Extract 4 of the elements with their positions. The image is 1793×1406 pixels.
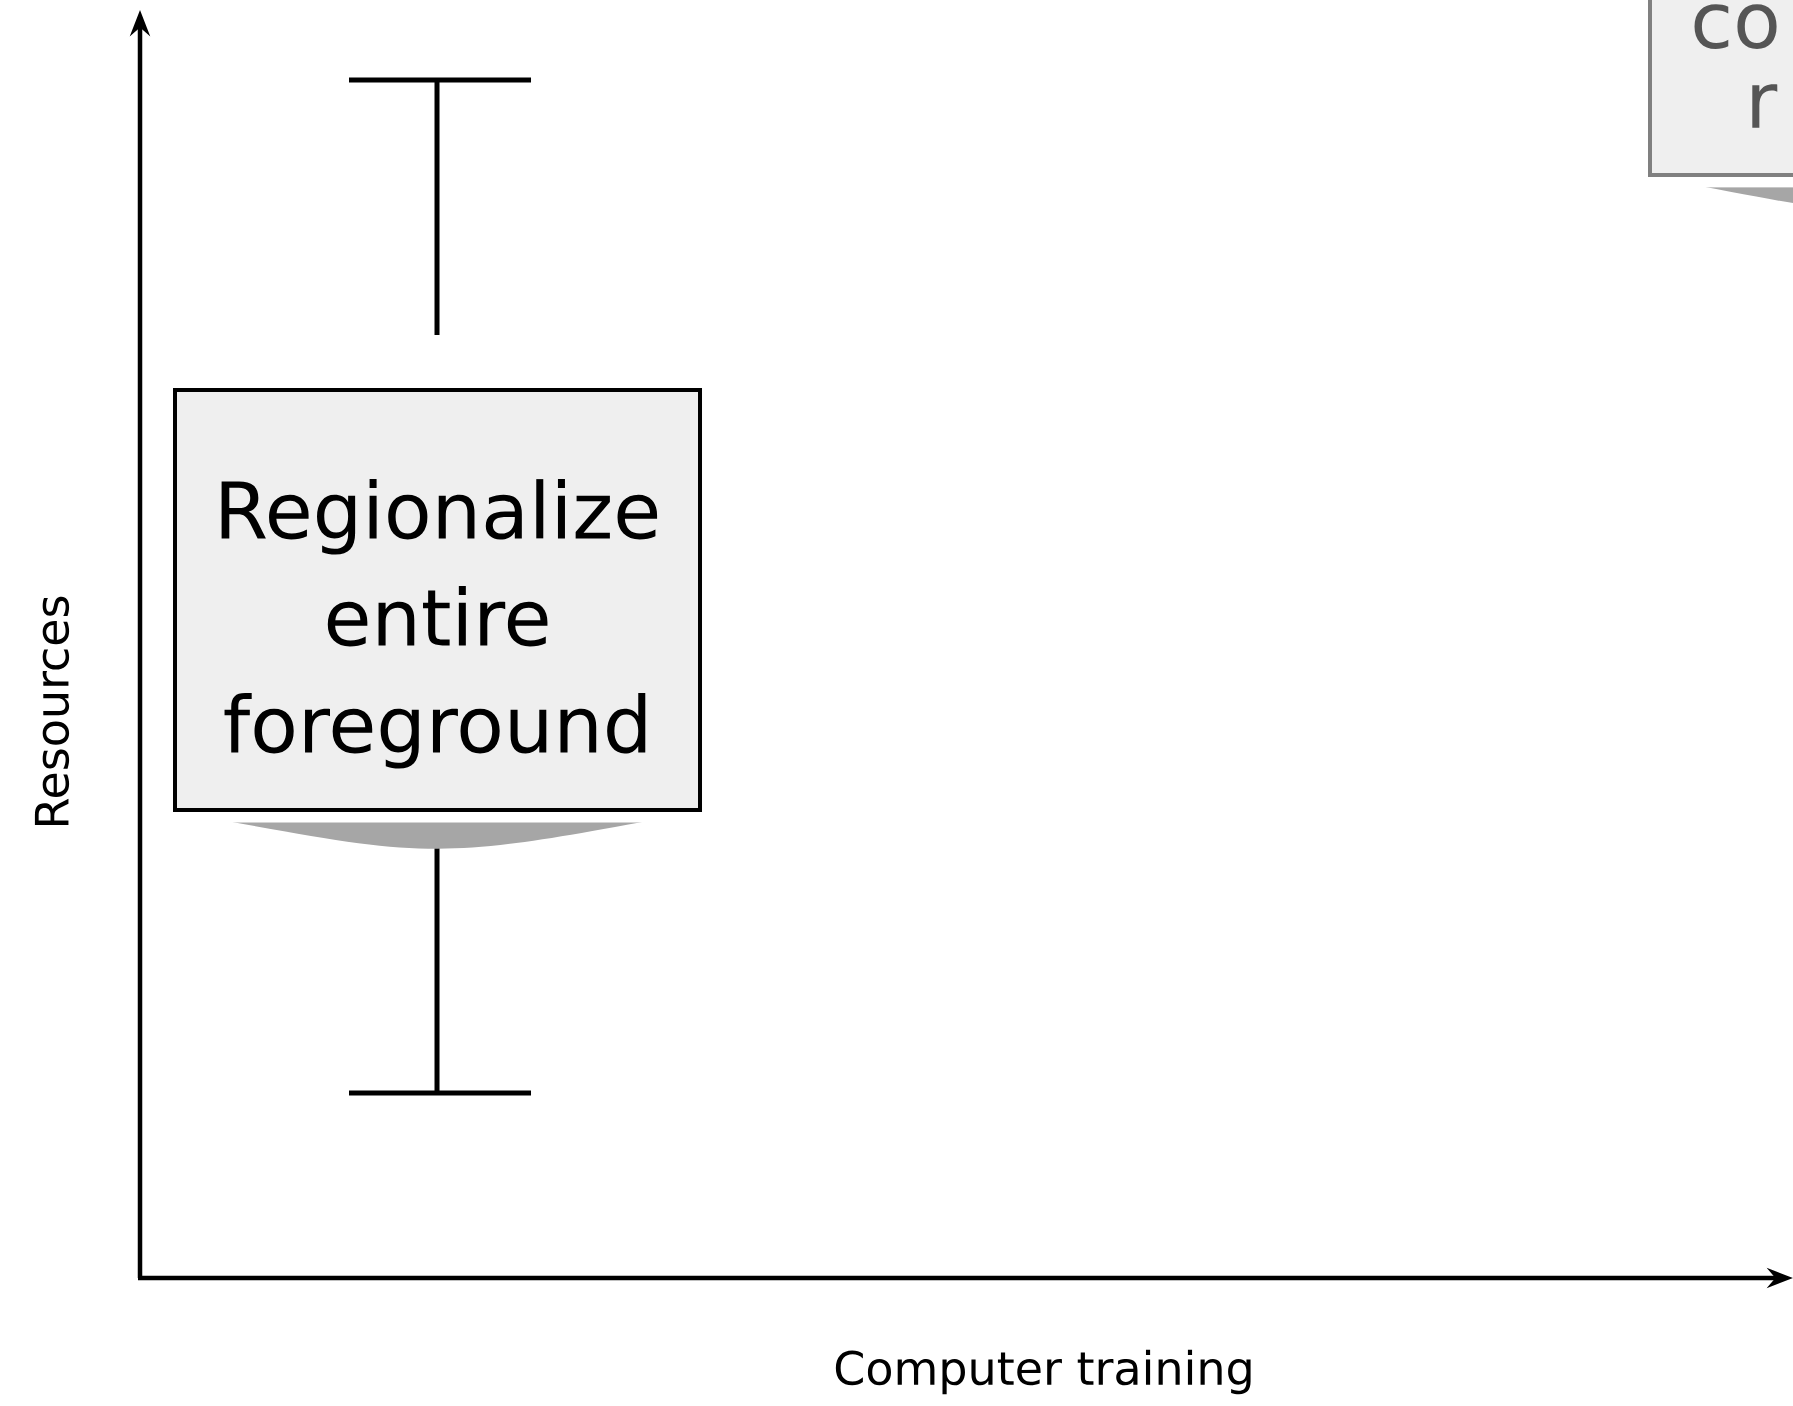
axis-label: Computer training (835, 1349, 1251, 1395)
axis-label: Resources (34, 596, 70, 825)
note-box: Regionalize entire foreground (162, 377, 713, 849)
note-box: co r (1637, 0, 1793, 214)
